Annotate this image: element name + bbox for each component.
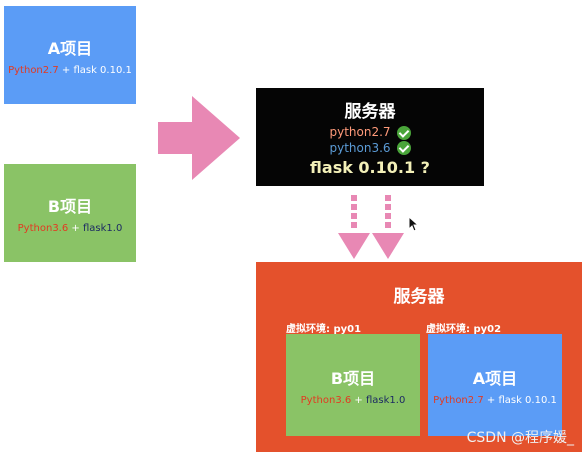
server-top-python36-row: python3.6	[329, 140, 411, 155]
server-top-python36: python3.6	[329, 140, 391, 155]
server-bottom-title: 服务器	[393, 287, 445, 307]
venv-left-flask: flask1.0	[366, 394, 406, 406]
venv-left-project-title: B项目	[330, 368, 376, 388]
project-a-plus: +	[61, 64, 71, 76]
server-top-title: 服务器	[344, 102, 396, 122]
project-b-box: B项目 Python3.6 + flask1.0	[4, 164, 136, 262]
venv-right-plus: +	[486, 394, 496, 406]
mouse-cursor-icon	[408, 216, 420, 232]
venv-right-python: Python2.7	[433, 394, 484, 406]
venv-right-box: A项目 Python2.7 + flask 0.10.1	[428, 334, 562, 436]
watermark-text: CSDN @程序媛_	[466, 430, 574, 446]
down-arrow-icon	[338, 195, 370, 259]
project-b-title: B项目	[47, 196, 93, 216]
server-top-python27: python2.7	[329, 125, 391, 139]
server-bottom-box: 服务器 虚拟环境: py01 虚拟环境: py02 B项目 Python3.6 …	[256, 262, 582, 452]
project-b-versions: Python3.6 + flask1.0	[18, 223, 123, 234]
venv-right-project-title: A项目	[472, 368, 518, 388]
project-b-flask: flask1.0	[83, 222, 123, 234]
project-a-box: A项目 Python2.7 + flask 0.10.1	[4, 6, 136, 104]
venv-left-box: B项目 Python3.6 + flask1.0	[286, 334, 420, 436]
project-a-flask: flask 0.10.1	[73, 64, 132, 76]
venv-left-plus: +	[354, 394, 363, 406]
venv-left-label: 虚拟环境: py01	[286, 324, 362, 335]
project-b-python: Python3.6	[17, 222, 69, 234]
project-a-python: Python2.7	[8, 64, 59, 76]
server-top-flask-question: flask 0.10.1 ?	[310, 158, 430, 177]
venv-right-flask: flask 0.10.1	[498, 394, 557, 406]
venv-right-versions: Python2.7 + flask 0.10.1	[433, 395, 557, 406]
server-top-box: 服务器 python2.7 python3.6 flask 0.10.1 ?	[256, 88, 484, 186]
venv-right-label: 虚拟环境: py02	[426, 324, 502, 335]
project-a-versions: Python2.7 + flask 0.10.1	[8, 65, 132, 76]
venv-left-versions: Python3.6 + flask1.0	[301, 395, 406, 406]
check-icon	[396, 125, 411, 140]
right-arrow-icon	[158, 96, 240, 180]
server-top-python27-row: python2.7	[329, 125, 411, 140]
project-a-title: A项目	[47, 38, 93, 58]
venv-left-python: Python3.6	[300, 394, 352, 406]
project-b-plus: +	[71, 222, 80, 234]
check-icon	[396, 141, 411, 155]
down-arrow-icon	[372, 195, 404, 259]
